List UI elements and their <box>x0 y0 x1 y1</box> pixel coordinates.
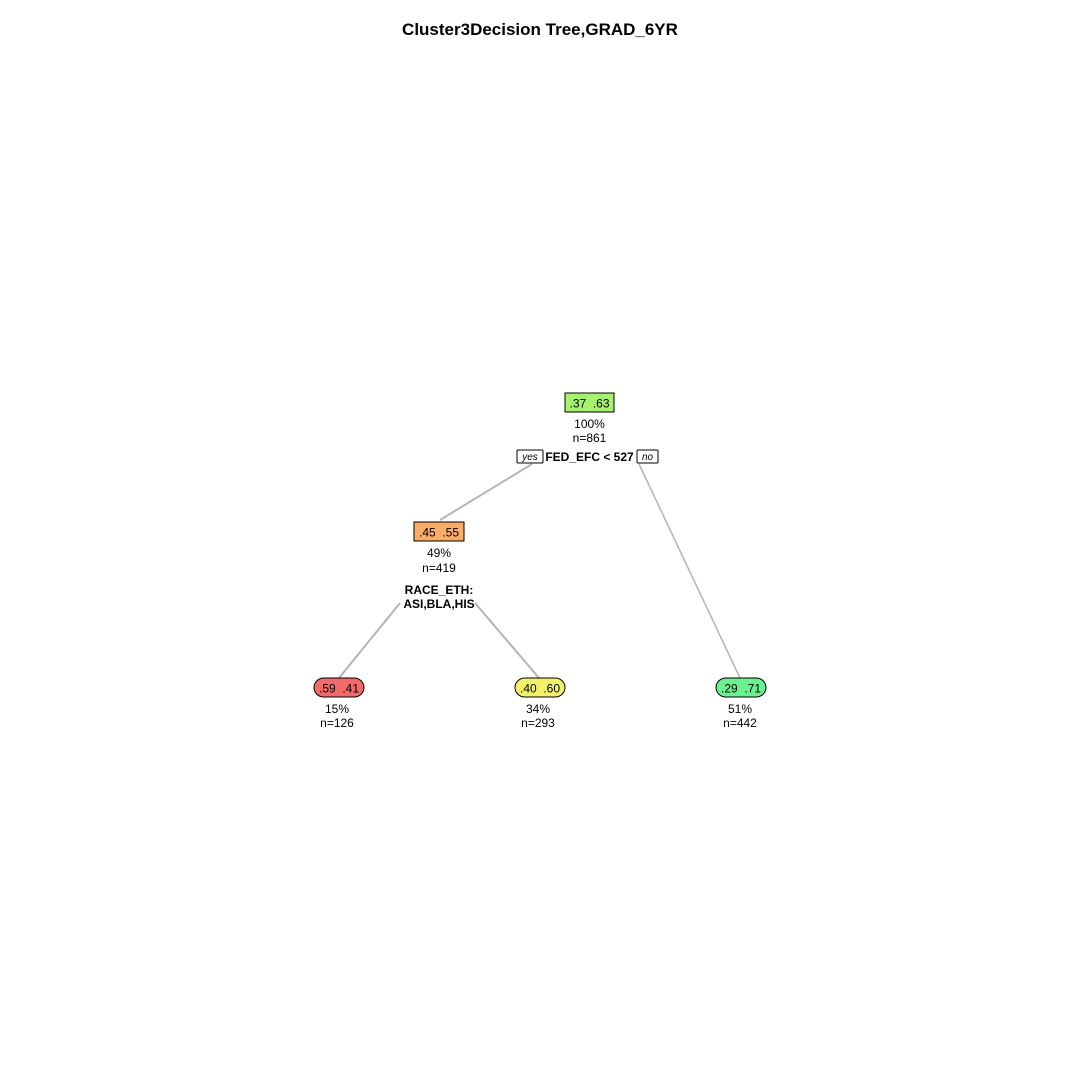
edge-root-left <box>439 463 533 521</box>
leaf-2-pct: 34% <box>526 702 550 716</box>
yes-tag-box <box>516 449 544 464</box>
leaf-1-pct: 15% <box>325 702 349 716</box>
leaf-1-box <box>313 677 365 698</box>
left-node-pct: 49% <box>427 546 451 560</box>
leaf-3-n: n=442 <box>723 716 757 730</box>
root-node-n: n=861 <box>573 431 607 445</box>
root-node-box <box>564 392 615 413</box>
leaf-3-pct: 51% <box>728 702 752 716</box>
left-node-probs: .45 .55 <box>419 526 459 540</box>
leaf-2-probs: .40 .60 <box>520 682 560 696</box>
leaf-2-n: n=293 <box>521 716 555 730</box>
edge-root-right <box>638 463 741 679</box>
leaf-2-box <box>514 677 566 698</box>
leaf-3-box <box>715 677 767 698</box>
leaf-3-probs: .29 .71 <box>721 682 761 696</box>
root-node-pct: 100% <box>574 417 605 431</box>
edge-left-leaf2 <box>474 602 540 679</box>
yes-tag: yes <box>521 452 538 463</box>
root-node-probs: .37 .63 <box>569 397 609 411</box>
left-node-n: n=419 <box>422 561 456 575</box>
left-split-condition-line1: RACE_ETH: <box>405 583 474 597</box>
left-split-condition-line2: ASI,BLA,HIS <box>403 597 474 611</box>
no-tag: no <box>642 452 654 463</box>
leaf-1-probs: .59 .41 <box>319 682 359 696</box>
root-split-condition: FED_EFC < 527 <box>545 450 634 464</box>
no-tag-box <box>636 449 659 464</box>
left-node-box <box>413 521 465 542</box>
edge-left-leaf1 <box>338 602 401 679</box>
diagram-title: Cluster3Decision Tree,GRAD_6YR <box>402 20 678 39</box>
leaf-1-n: n=126 <box>320 716 354 730</box>
